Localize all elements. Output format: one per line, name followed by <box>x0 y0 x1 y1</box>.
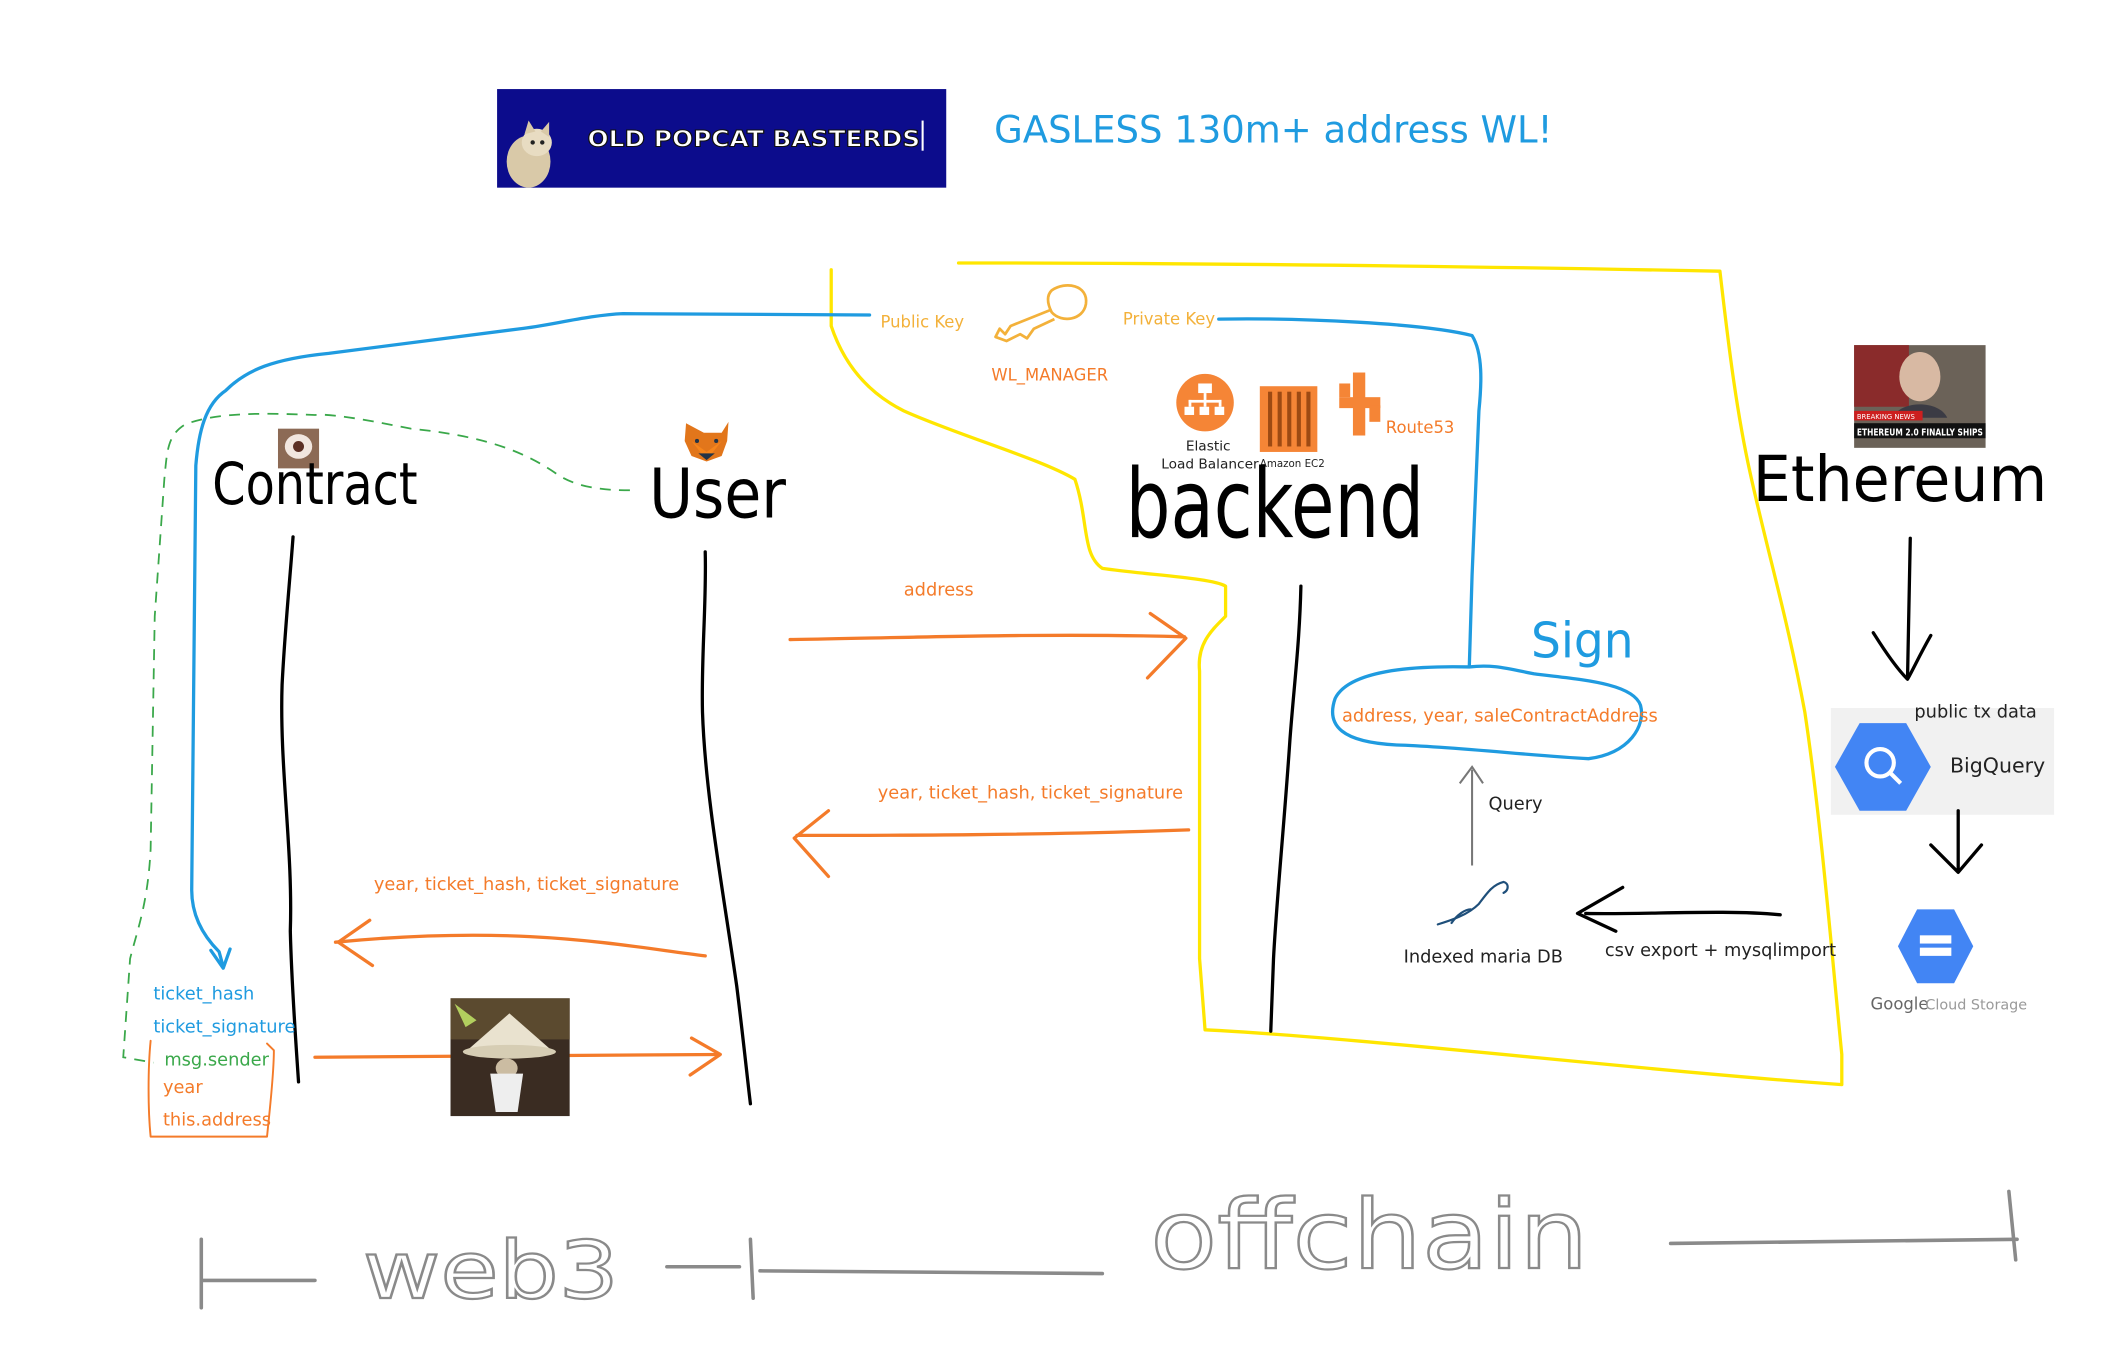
elb-label-line1: Elastic <box>1186 439 1231 455</box>
news-tag: BREAKING NEWS <box>1857 413 1915 421</box>
route53-label: Route53 <box>1386 418 1455 437</box>
cloud-storage: Google Cloud Storage <box>1871 909 2027 1013</box>
bigquery-to-storage-arrow <box>1929 809 1984 874</box>
message-label: address <box>904 580 974 601</box>
page-title: GASLESS 130m+ address WL! <box>994 108 1552 151</box>
banner-background <box>497 89 947 188</box>
elb-label-line2: Load Balancer <box>1161 456 1259 472</box>
arrow-head <box>336 918 375 968</box>
param-ticket-signature: ticket_signature <box>153 1017 295 1038</box>
arrow-head <box>792 809 831 879</box>
backend-lifeline <box>1269 584 1303 1033</box>
ec2-label: Amazon EC2 <box>1260 458 1325 470</box>
message-user-to-backend: address <box>788 580 1188 680</box>
contract-avatar <box>277 428 320 469</box>
news-headline: ETHEREUM 2.0 FINALLY SHIPS <box>1857 428 1983 439</box>
metamask-fox-icon <box>684 421 729 462</box>
param-ticket-hash: ticket_hash <box>153 984 254 1005</box>
offchain-boundary <box>829 261 1844 1087</box>
storage-brand: Google <box>1871 994 1929 1013</box>
message-label: year, ticket_hash, ticket_signature <box>374 874 679 895</box>
private-key-line <box>1217 317 1644 761</box>
actor-backend: backend <box>1126 448 1425 560</box>
query-arrow: Query <box>1458 765 1543 866</box>
query-label: Query <box>1489 793 1543 814</box>
contract-lifeline <box>280 535 301 1084</box>
footer-scale: web3 offchain <box>199 1178 2019 1318</box>
message-label: year, ticket_hash, ticket_signature <box>878 782 1183 803</box>
cat-icon <box>506 120 552 188</box>
banner-caret <box>921 120 924 151</box>
storage-product: Cloud Storage <box>1925 997 2027 1013</box>
csv-import-label: csv export + mysqlimport <box>1605 940 1836 961</box>
csv-import-arrow: csv export + mysqlimport <box>1575 885 1836 961</box>
message-contract-to-user <box>313 998 722 1117</box>
arrow-head <box>1575 885 1625 933</box>
private-key-label: Private Key <box>1123 310 1216 329</box>
user-lifeline <box>700 550 753 1106</box>
ethereum-news-image: BREAKING NEWS ETHEREUM 2.0 FINALLY SHIPS <box>1854 345 1986 448</box>
sign-ellipse <box>1330 664 1644 761</box>
database-name: Indexed maria DB <box>1404 947 1563 968</box>
arrow-head <box>1145 611 1188 680</box>
message-backend-to-user: year, ticket_hash, ticket_signature <box>792 782 1191 879</box>
sign-payload: address, year, saleContractAddress <box>1342 706 1658 727</box>
actor-ethereum: Ethereum <box>1753 443 2047 516</box>
cloud-storage-icon <box>1897 909 1974 984</box>
arrow-head <box>1458 765 1484 784</box>
key-icon <box>994 284 1088 343</box>
actor-contract: Contract <box>212 451 417 518</box>
route53-icon <box>1339 372 1381 436</box>
wl-manager-label: WL_MANAGER <box>991 366 1108 386</box>
param-year: year <box>163 1077 203 1098</box>
banner-title: OLD POPCAT BASTERDS <box>587 128 920 153</box>
param-msg-sender: msg.sender <box>164 1049 269 1070</box>
bigquery-icon <box>1834 723 1931 811</box>
message-user-to-contract: year, ticket_hash, ticket_signature <box>333 874 707 968</box>
bigquery-label: BigQuery <box>1950 753 2045 777</box>
footer-offchain: offchain <box>1150 1179 1588 1291</box>
public-key-line <box>190 311 872 970</box>
bigquery-card: public tx data BigQuery <box>1830 702 2055 815</box>
mushroom-wizard-image <box>450 998 570 1117</box>
public-key-label: Public Key <box>881 312 965 331</box>
contract-params: ticket_hash ticket_signature msg.sender … <box>147 984 295 1138</box>
mariadb-seal-icon <box>1436 880 1509 926</box>
ethereum-to-bigquery-arrow <box>1871 536 1933 681</box>
sign-label: Sign <box>1531 611 1634 669</box>
params-bracket <box>147 1039 275 1138</box>
route53: Route53 <box>1339 372 1455 437</box>
elastic-load-balancer: Elastic Load Balancer <box>1161 373 1259 472</box>
param-this-address: this.address <box>163 1110 271 1131</box>
actor-user: User <box>649 455 787 535</box>
arrow-head <box>1871 631 1933 681</box>
arrow-head <box>1929 843 1984 874</box>
arrow-head <box>688 1036 722 1077</box>
footer-web3: web3 <box>363 1224 619 1317</box>
banner: OLD POPCAT BASTERDS <box>497 89 947 188</box>
bigquery-caption: public tx data <box>1914 702 2036 723</box>
amazon-ec2: Amazon EC2 <box>1259 386 1325 470</box>
arrow-head <box>209 947 232 970</box>
